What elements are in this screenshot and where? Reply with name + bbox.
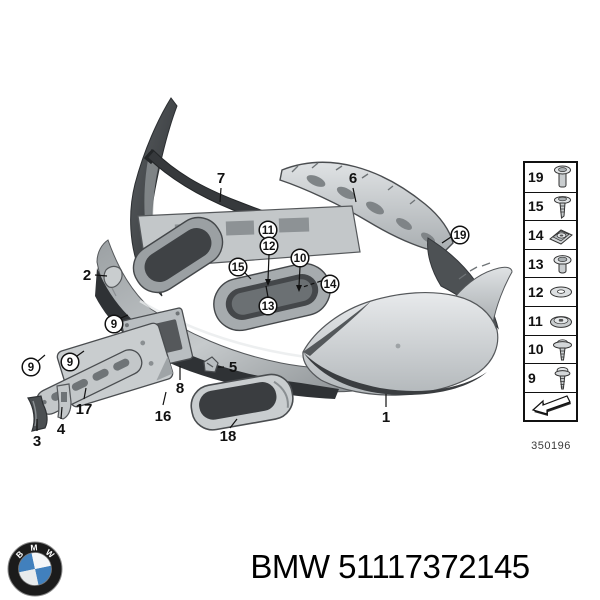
svg-text:11: 11: [262, 225, 275, 237]
legend-row-11: 11: [525, 305, 576, 335]
part-tow-hook-cover: [103, 265, 123, 297]
callout-4: 4: [57, 421, 66, 438]
legend-row-label: 9: [528, 369, 536, 386]
part-number-text: BMW 51117372145: [250, 548, 530, 585]
legend-row-label: 10: [528, 341, 544, 358]
callout-16: 16: [155, 408, 172, 425]
part-air-intake-duct: [190, 373, 294, 431]
svg-text:15: 15: [232, 262, 245, 274]
svg-text:12: 12: [263, 241, 276, 253]
callout-15: 15: [228, 257, 248, 277]
callout-5: 5: [229, 359, 237, 376]
part-side-bracket-right: [56, 383, 72, 420]
bmw-roundel-quarters: [18, 552, 52, 586]
legend-row-9: 9: [525, 363, 576, 392]
drawing-number: 350196: [531, 440, 571, 452]
legend-row-14: 14: [525, 220, 576, 249]
legend-row-label: 19: [528, 169, 544, 186]
callout-9b: 9: [60, 352, 80, 372]
fastener-legend-table: 19 15 14: [523, 161, 578, 423]
callouts-circled: 11 12 10 15 14 13 19 9 9 9: [21, 220, 470, 377]
leader-lines: [36, 187, 452, 431]
callout-2: 2: [83, 267, 91, 284]
legend-row-arrow: [525, 391, 576, 421]
direction-arrow-icon: [531, 394, 571, 416]
callout-17: 17: [76, 401, 93, 418]
svg-text:13: 13: [262, 301, 275, 313]
logo-letter-b: B: [14, 549, 25, 560]
bolt-screw-icon: [554, 165, 571, 188]
callout-18: 18: [220, 428, 237, 445]
callout-19: 19: [450, 225, 470, 245]
svg-text:9: 9: [28, 362, 34, 374]
legend-row-label: 14: [528, 226, 544, 243]
legend-row-label: 15: [528, 198, 544, 215]
part-mount-clip: [203, 356, 219, 373]
svg-text:14: 14: [324, 279, 337, 291]
clip-nut-icon: [549, 229, 573, 245]
callouts-plain: 7 6 2 5 8 17 16 3 4 18 1: [33, 170, 390, 450]
washer-screw-icon: [554, 196, 571, 220]
logo-letter-m: M: [30, 542, 38, 552]
svg-text:9: 9: [111, 319, 117, 331]
svg-text:10: 10: [294, 253, 307, 265]
legend-row-15: 15: [525, 191, 576, 221]
callout-3: 3: [33, 433, 41, 450]
flange-screw-icon: [553, 339, 572, 361]
callout-6: 6: [349, 170, 357, 187]
callout-9a: 9: [104, 314, 124, 334]
svg-text:19: 19: [454, 230, 467, 242]
callout-11: 11: [258, 220, 278, 240]
legend-row-12: 12: [525, 277, 576, 306]
dome-washer-icon: [550, 315, 572, 328]
bmw-logo: B M W: [7, 541, 63, 597]
svg-text:9: 9: [67, 357, 73, 369]
legend-row-label: 12: [528, 284, 544, 301]
legend-row-label: 11: [528, 312, 543, 329]
callout-7: 7: [217, 170, 225, 187]
expanding-rivet-icon: [553, 254, 572, 274]
legend-row-13: 13: [525, 248, 576, 278]
legend-row-10: 10: [525, 334, 576, 364]
callout-1: 1: [382, 409, 390, 426]
flat-washer-icon: [550, 286, 572, 298]
exploded-view-drawing: 7 6 2 5 8 17 16 3 4 18 1 11 12 10 15 14 …: [21, 97, 513, 450]
callout-12: 12: [259, 236, 279, 256]
callout-10: 10: [290, 248, 310, 268]
callout-8: 8: [176, 380, 184, 397]
part-side-bracket-left: [27, 395, 48, 432]
legend-row-label: 13: [528, 255, 544, 272]
callout-14: 14: [320, 274, 340, 294]
callout-9c: 9: [21, 357, 41, 377]
callout-13: 13: [258, 296, 278, 316]
tapping-screw-icon: [554, 366, 571, 390]
legend-row-19: 19: [525, 163, 576, 192]
part-bumper-side-panel: [302, 237, 513, 396]
